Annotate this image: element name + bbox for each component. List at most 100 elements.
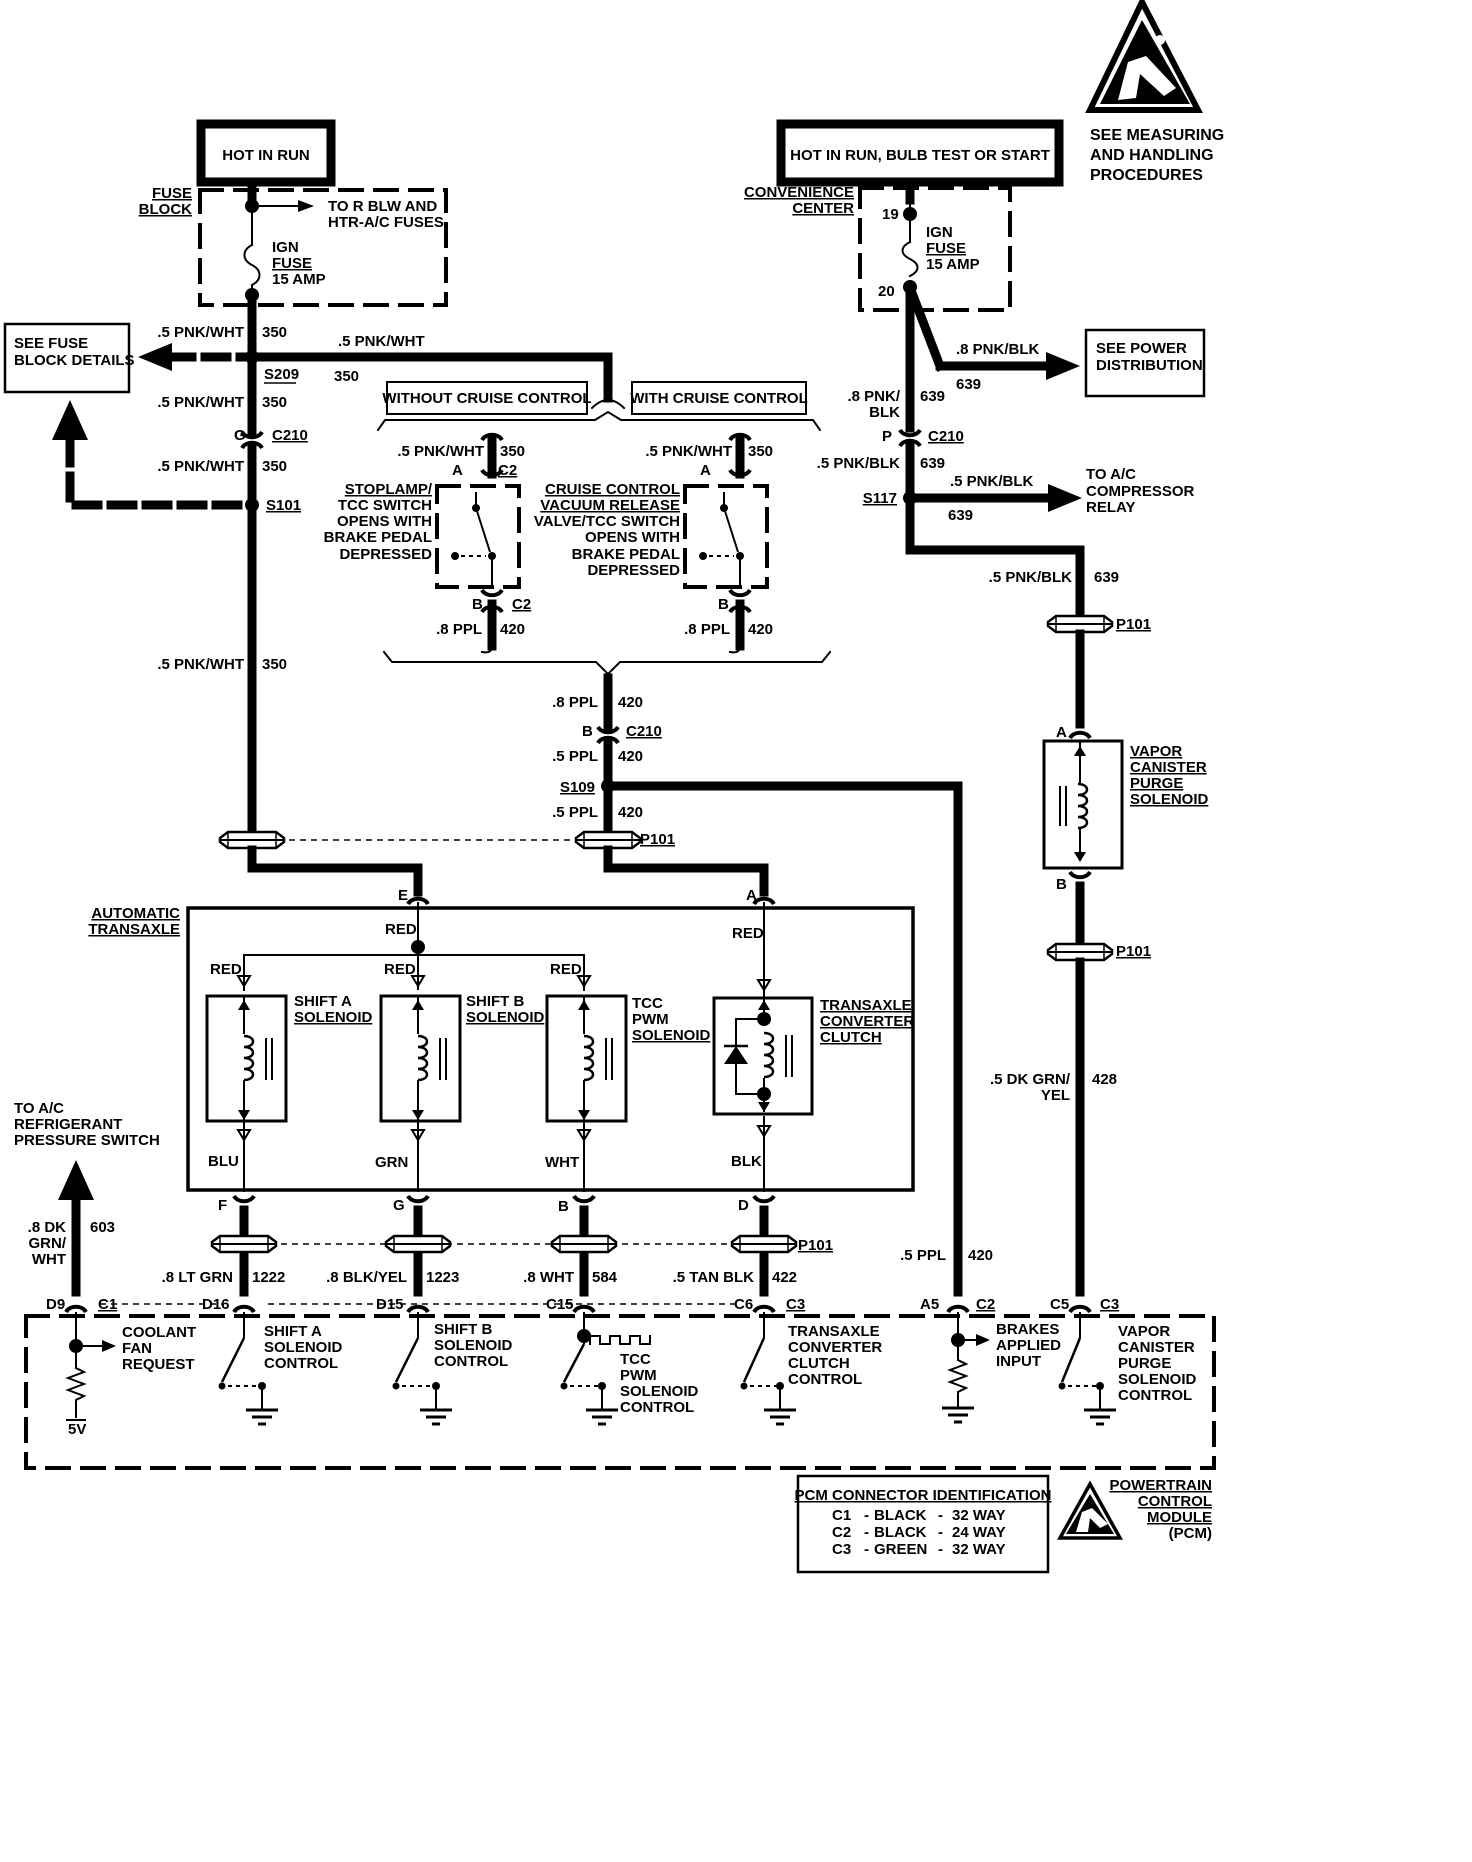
ground-icon [418, 1408, 454, 1426]
svg-text:350: 350 [748, 443, 773, 460]
svg-text:TRANSAXLE: TRANSAXLE [788, 1323, 880, 1340]
svg-text:A: A [452, 462, 463, 479]
svg-text:350: 350 [262, 324, 287, 341]
svg-text:-: - [938, 1507, 943, 1524]
svg-text:IGN: IGN [272, 239, 299, 256]
svg-text:.5 PNK/WHT: .5 PNK/WHT [157, 656, 244, 673]
cruise-switch-box [683, 484, 769, 589]
svg-text:VALVE/TCC SWITCH: VALVE/TCC SWITCH [534, 513, 680, 530]
pcm-box [24, 1314, 1216, 1470]
svg-text:.5 PPL: .5 PPL [900, 1247, 946, 1264]
ground-icon [584, 1408, 620, 1426]
svg-text:1223: 1223 [426, 1269, 459, 1286]
svg-text:B: B [472, 596, 483, 613]
svg-text:RED: RED [385, 921, 417, 938]
pcm-connector-id-box [796, 1474, 1050, 1574]
svg-text:.5 PNK/WHT: .5 PNK/WHT [157, 394, 244, 411]
svg-text:BLACK: BLACK [874, 1524, 927, 1541]
svg-text:S101: S101 [266, 497, 301, 514]
svg-text:WITH CRUISE CONTROL: WITH CRUISE CONTROL [630, 390, 808, 407]
svg-text:TCC SWITCH: TCC SWITCH [338, 497, 432, 514]
svg-text:420: 420 [618, 694, 643, 711]
svg-text:GRN: GRN [375, 1154, 408, 1171]
svg-text:20: 20 [878, 283, 895, 300]
svg-text:TO A/C: TO A/C [14, 1100, 64, 1117]
svg-text:428: 428 [1092, 1071, 1117, 1088]
hot-in-run-label: HOT IN RUN [222, 147, 310, 164]
svg-text:SOLENOID: SOLENOID [264, 1339, 343, 1356]
svg-text:.8 PNK/: .8 PNK/ [847, 388, 900, 405]
svg-text:SOLENOID: SOLENOID [434, 1337, 513, 1354]
svg-text:PCM CONNECTOR IDENTIFICATION: PCM CONNECTOR IDENTIFICATION [795, 1487, 1052, 1504]
svg-text:420: 420 [500, 621, 525, 638]
svg-text:RED: RED [210, 961, 242, 978]
svg-text:.8 PPL: .8 PPL [436, 621, 482, 638]
svg-text:.5 DK GRN/: .5 DK GRN/ [990, 1071, 1071, 1088]
svg-text:APPLIED: APPLIED [996, 1337, 1061, 1354]
svg-text:420: 420 [618, 804, 643, 821]
svg-text:5V: 5V [68, 1421, 86, 1438]
svg-text:P101: P101 [798, 1237, 833, 1254]
svg-text:BRAKES: BRAKES [996, 1321, 1059, 1338]
svg-text:C1: C1 [832, 1507, 851, 1524]
svg-text:15 AMP: 15 AMP [926, 256, 980, 273]
svg-text:S117: S117 [863, 490, 897, 507]
svg-text:639: 639 [956, 376, 981, 393]
svg-text:420: 420 [748, 621, 773, 638]
to-fuses-line1: TO R BLW AND [328, 198, 437, 215]
svg-text:D: D [738, 1197, 749, 1214]
svg-text:420: 420 [968, 1247, 993, 1264]
switch-icon [451, 492, 496, 586]
svg-text:B: B [718, 596, 729, 613]
ground-icon [940, 1406, 976, 1424]
ground-icon [762, 1408, 798, 1426]
svg-text:584: 584 [592, 1269, 618, 1286]
svg-text:C1: C1 [98, 1296, 117, 1313]
svg-text:PWM: PWM [632, 1011, 669, 1028]
stoplamp-switch-box [435, 484, 521, 589]
automatic-transaxle-box [186, 906, 915, 1192]
fuse-block-box [198, 188, 448, 307]
see-fuse-block-box [3, 322, 131, 394]
convenience-center-box [858, 186, 1012, 312]
svg-text:SOLENOID: SOLENOID [632, 1027, 711, 1044]
without-cruise-box [386, 381, 588, 415]
svg-text:SOLENOID: SOLENOID [620, 1383, 699, 1400]
svg-text:GREEN: GREEN [874, 1541, 927, 1558]
svg-text:SEE POWER: SEE POWER [1096, 340, 1187, 357]
svg-text:.5 PNK/WHT: .5 PNK/WHT [397, 443, 484, 460]
esd-warning-icon [1085, 0, 1203, 113]
svg-text:350: 350 [262, 458, 287, 475]
svg-text:BLK: BLK [869, 404, 900, 421]
svg-text:.8 PPL: .8 PPL [684, 621, 730, 638]
svg-text:WHT: WHT [545, 1154, 579, 1171]
svg-text:CENTER: CENTER [792, 200, 854, 217]
svg-text:C5: C5 [1050, 1296, 1069, 1313]
svg-text:PURGE: PURGE [1130, 775, 1183, 792]
svg-text:G: G [234, 427, 246, 444]
svg-text:.8 PPL: .8 PPL [552, 694, 598, 711]
svg-text:D9: D9 [46, 1296, 65, 1313]
svg-text:COOLANT: COOLANT [122, 1324, 196, 1341]
hot-in-run-box [196, 119, 336, 187]
see-power-box [1084, 328, 1206, 398]
svg-text:RED: RED [732, 925, 764, 942]
resistor-icon [947, 1358, 969, 1407]
svg-text:BRAKE PEDAL: BRAKE PEDAL [324, 529, 432, 546]
svg-text:COMPRESSOR: COMPRESSOR [1086, 483, 1195, 500]
svg-text:.5 PNK/BLK: .5 PNK/BLK [817, 455, 901, 472]
svg-text:CONTROL: CONTROL [620, 1399, 694, 1416]
svg-text:.8 BLK/YEL: .8 BLK/YEL [326, 1269, 407, 1286]
svg-text:.8 PNK/BLK: .8 PNK/BLK [956, 341, 1040, 358]
svg-text:IGN: IGN [926, 224, 953, 241]
svg-text:GRN/: GRN/ [29, 1235, 67, 1252]
svg-text:CANISTER: CANISTER [1130, 759, 1207, 776]
see-measuring-line2: AND HANDLING [1090, 147, 1214, 164]
svg-text:639: 639 [1094, 569, 1119, 586]
svg-text:CONTROL: CONTROL [1118, 1387, 1192, 1404]
svg-text:TRANSAXLE: TRANSAXLE [88, 921, 180, 938]
svg-text:TCC: TCC [620, 1351, 651, 1368]
svg-text:P: P [882, 428, 892, 445]
svg-text:C6: C6 [734, 1296, 753, 1313]
svg-text:STOPLAMP/: STOPLAMP/ [345, 481, 433, 498]
